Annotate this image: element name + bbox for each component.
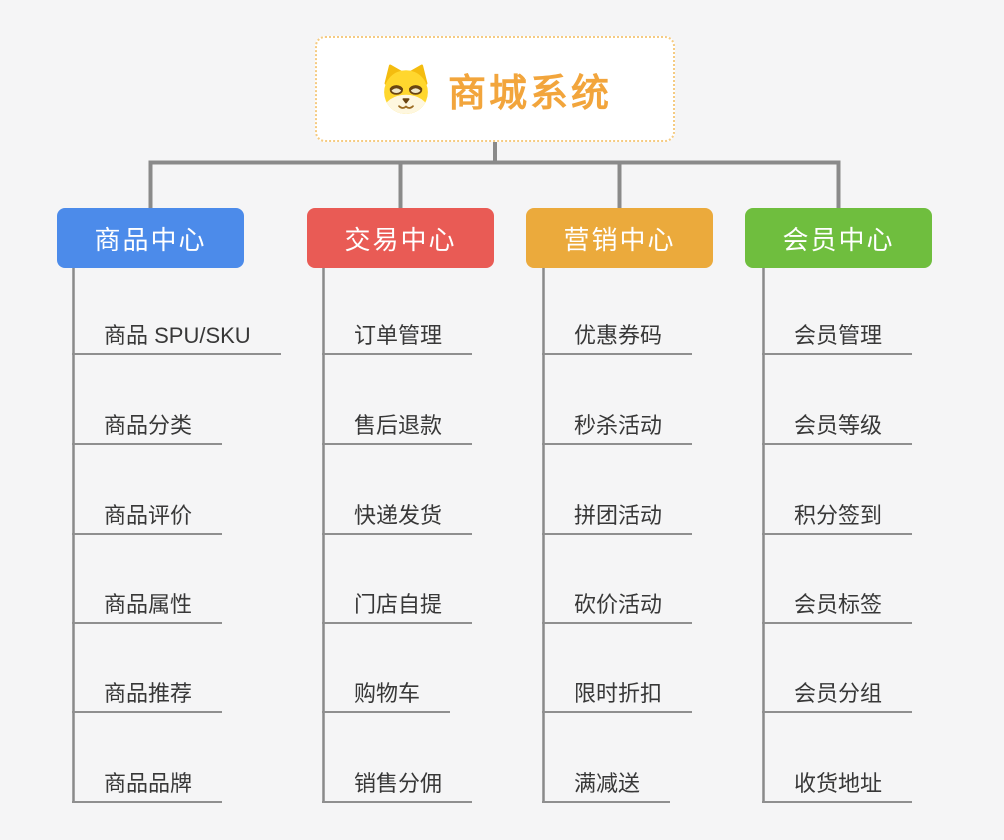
leaf-topic[interactable]: 商品分类 bbox=[72, 405, 223, 445]
leaf-topic[interactable]: 销售分佣 bbox=[322, 763, 473, 803]
root-topic-node[interactable]: 商城系统 bbox=[315, 36, 675, 142]
leaf-topic[interactable]: 优惠券码 bbox=[542, 315, 693, 355]
branch-label: 商品中心 bbox=[94, 224, 207, 255]
branch-node-member-center[interactable]: 会员中心 bbox=[745, 208, 932, 268]
leaf-topic[interactable]: 购物车 bbox=[322, 673, 451, 713]
leaf-topic[interactable]: 快递发货 bbox=[322, 495, 473, 535]
leaf-topic[interactable]: 商品属性 bbox=[72, 584, 223, 624]
leaf-topic[interactable]: 满减送 bbox=[542, 763, 671, 803]
leaf-topic[interactable]: 限时折扣 bbox=[542, 673, 693, 713]
leaf-topic[interactable]: 会员管理 bbox=[762, 315, 913, 355]
dog-face-icon bbox=[384, 64, 428, 114]
leaf-topic[interactable]: 积分签到 bbox=[762, 495, 913, 535]
leaf-topic[interactable]: 秒杀活动 bbox=[542, 405, 693, 445]
leaf-topic[interactable]: 商品品牌 bbox=[72, 763, 223, 803]
root-topic-title: 商城系统 bbox=[447, 72, 612, 115]
leaf-topic[interactable]: 商品 SPU/SKU bbox=[72, 315, 281, 355]
branch-label: 交易中心 bbox=[344, 224, 457, 255]
leaf-topic[interactable]: 收货地址 bbox=[762, 763, 913, 803]
leaf-topic[interactable]: 会员等级 bbox=[762, 405, 913, 445]
leaf-topic[interactable]: 砍价活动 bbox=[542, 584, 693, 624]
leaf-topic[interactable]: 售后退款 bbox=[322, 405, 473, 445]
leaf-topic[interactable]: 商品评价 bbox=[72, 495, 223, 535]
branch-label: 营销中心 bbox=[563, 224, 676, 255]
leaf-topic[interactable]: 门店自提 bbox=[322, 584, 473, 624]
branch-node-marketing-center[interactable]: 营销中心 bbox=[526, 208, 713, 268]
leaf-topic[interactable]: 订单管理 bbox=[322, 315, 473, 355]
leaf-topic[interactable]: 会员分组 bbox=[762, 673, 913, 713]
branch-label: 会员中心 bbox=[782, 224, 895, 255]
leaf-topic[interactable]: 商品推荐 bbox=[72, 673, 223, 713]
leaf-topic[interactable]: 拼团活动 bbox=[542, 495, 693, 535]
leaf-topic[interactable]: 会员标签 bbox=[762, 584, 913, 624]
branch-node-product-center[interactable]: 商品中心 bbox=[57, 208, 244, 268]
branch-node-trade-center[interactable]: 交易中心 bbox=[307, 208, 494, 268]
